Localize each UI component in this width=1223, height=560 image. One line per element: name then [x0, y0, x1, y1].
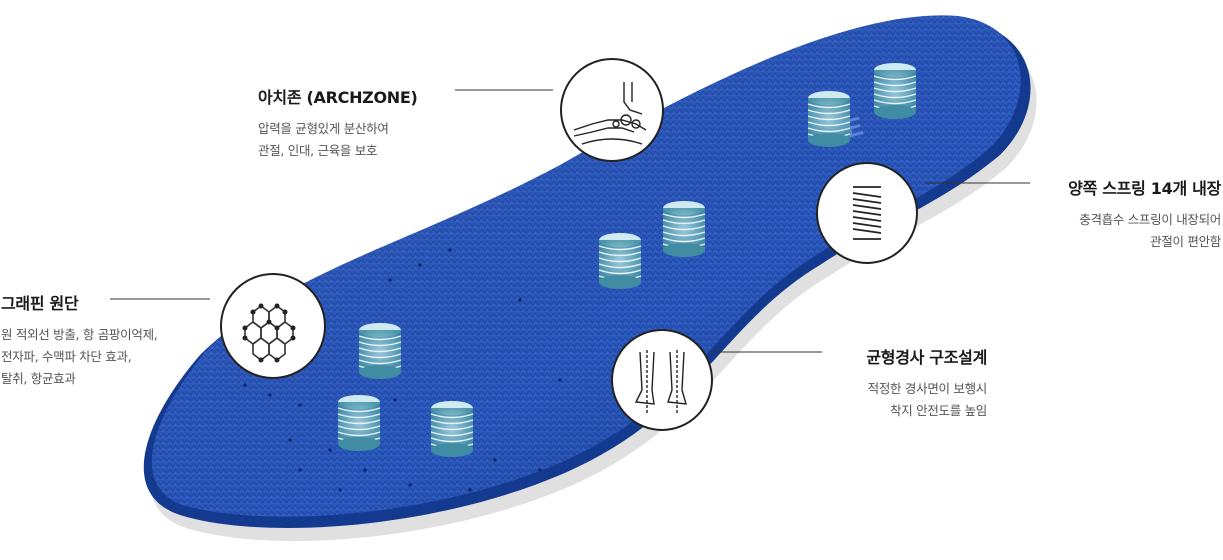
slope-callout: 균형경사 구조설계 적정한 경사면이 보행시 착지 안전도를 높임	[866, 344, 987, 422]
graphene-icon-circle	[220, 273, 326, 379]
leader-lines	[110, 89, 1030, 353]
spring	[662, 201, 706, 257]
arch-desc-line: 압력을 균형있게 분산하여	[258, 121, 389, 136]
graphene-title: 그래핀 원단	[1, 294, 79, 313]
legs-slope-icon	[634, 350, 687, 414]
slope-title: 균형경사 구조설계	[866, 348, 987, 367]
arch-title: 아치존 (ARCHZONE)	[258, 88, 418, 107]
spring	[807, 91, 851, 147]
arch-callout: 아치존 (ARCHZONE) 압력을 균형있게 분산하여 관절, 인대, 근육을…	[258, 84, 418, 162]
spring	[358, 323, 402, 379]
slope-desc-line: 착지 안전도를 높임	[890, 403, 987, 418]
arch-desc-line: 관절, 인대, 근육을 보호	[258, 143, 378, 158]
spring-title: 양쪽 스프링 14개 내장	[1068, 179, 1221, 198]
foot-arch-bone-icon	[573, 82, 647, 145]
graphene-callout: 그래핀 원단 원 적외선 방출, 항 곰팡이억제, 전자파, 수맥파 차단 효과…	[1, 290, 158, 390]
graphene-desc-line: 탈취, 항균효과	[1, 371, 76, 386]
spring	[598, 233, 642, 289]
graphene-desc-line: 전자파, 수맥파 차단 효과,	[1, 349, 132, 364]
spring	[873, 63, 917, 119]
spring	[430, 401, 474, 457]
coil-spring-icon	[852, 186, 882, 240]
graphene-desc-line: 원 적외선 방출, 항 곰팡이억제,	[1, 327, 158, 342]
vent-holes	[243, 248, 562, 492]
slope-icon-circle	[611, 329, 713, 431]
springs	[337, 63, 917, 457]
spring-icon-circle	[816, 162, 918, 264]
slope-desc-line: 적정한 경사면이 보행시	[867, 381, 988, 396]
spring	[337, 395, 381, 451]
spring-desc-line: 관절이 편안함	[1150, 234, 1221, 249]
spring-desc-line: 충격흡수 스프링이 내장되어	[1079, 212, 1221, 227]
arch-icon-circle	[560, 58, 664, 162]
spring-callout: 양쪽 스프링 14개 내장 충격흡수 스프링이 내장되어 관절이 편안함	[1068, 175, 1221, 253]
